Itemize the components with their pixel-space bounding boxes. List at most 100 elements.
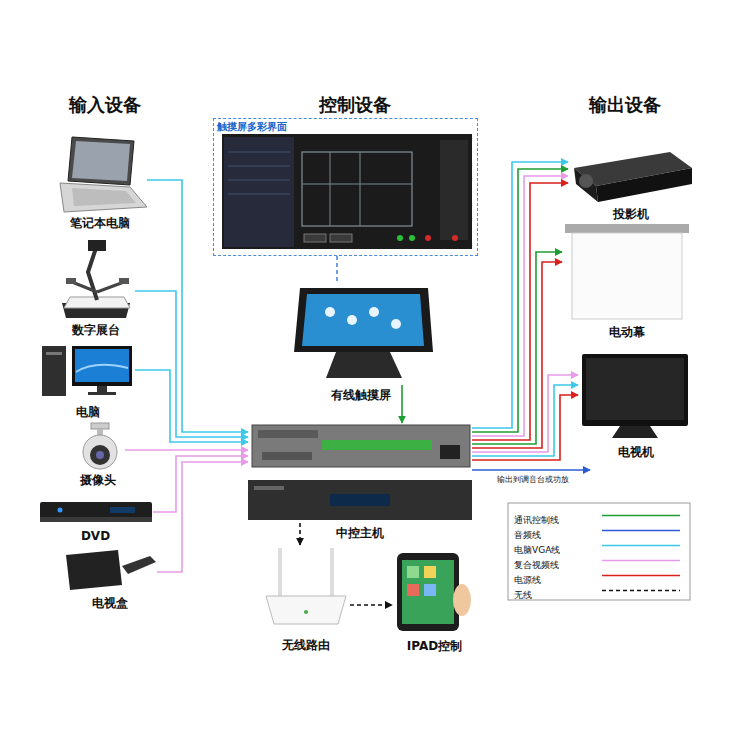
touch-ui-screenshot-part bbox=[228, 152, 290, 153]
projector-node: 投影机 bbox=[568, 148, 693, 204]
camera-node: 摄像头 bbox=[70, 422, 125, 470]
ui-preview-box: 触摸屏多彩界面 bbox=[213, 118, 478, 256]
tv-illustration bbox=[582, 354, 688, 438]
device-label: 有线触摸屏 bbox=[258, 388, 463, 402]
legend-row: 复合视频线 bbox=[514, 553, 686, 568]
dvd-illustration-part bbox=[40, 517, 152, 522]
legend-text: 复合视频线 bbox=[514, 560, 559, 570]
projector-illustration-part bbox=[579, 174, 593, 188]
touch-ui-screenshot bbox=[222, 134, 472, 249]
router-illustration-part bbox=[304, 610, 308, 614]
device-label: DVD bbox=[8, 529, 183, 543]
legend-row: 音频线 bbox=[514, 523, 686, 538]
legend-text: 无线 bbox=[514, 590, 532, 600]
legend-text: 电源线 bbox=[514, 575, 541, 585]
controller-illustration-part bbox=[258, 430, 318, 438]
signal-wire bbox=[472, 169, 568, 432]
ipad-illustration-part bbox=[424, 566, 436, 578]
projector-illustration-part bbox=[574, 168, 598, 202]
controller-illustration-part bbox=[262, 452, 312, 460]
touch-panel-illustration-part bbox=[369, 307, 379, 317]
projector-illustration-part bbox=[596, 168, 692, 202]
camera-illustration bbox=[83, 423, 117, 469]
device-label: 电脑 bbox=[10, 405, 165, 419]
tv-illustration-part bbox=[612, 426, 658, 438]
router-illustration bbox=[266, 548, 346, 624]
audio-out-wire bbox=[472, 469, 590, 471]
touch-ui-screenshot-part bbox=[440, 140, 468, 240]
touch-ui-screenshot-part bbox=[302, 184, 412, 185]
controller-illustration-part bbox=[330, 494, 390, 506]
device-label: 中控主机 bbox=[218, 526, 502, 540]
laptop-illustration bbox=[60, 137, 147, 212]
controller-illustration bbox=[248, 425, 472, 520]
signal-wire bbox=[350, 604, 392, 606]
touch-ui-screenshot-part bbox=[409, 235, 415, 241]
controller-illustration-part bbox=[248, 480, 472, 520]
touch-ui-screenshot-part bbox=[330, 234, 352, 242]
ipad-illustration-part bbox=[407, 584, 419, 596]
legend-text: 电脑VGA线 bbox=[514, 545, 560, 555]
device-label: 投影机 bbox=[538, 207, 723, 221]
laptop-illustration-part bbox=[72, 188, 136, 206]
device-label: IPAD控制 bbox=[362, 639, 507, 653]
touch-ui-screenshot-part bbox=[452, 235, 458, 241]
touch-ui-screenshot-part bbox=[397, 235, 403, 241]
tv-node: 电视机 bbox=[578, 350, 693, 442]
desktop-computer-illustration-part bbox=[42, 346, 66, 396]
signal-wire bbox=[153, 456, 248, 512]
legend-line bbox=[602, 515, 680, 517]
legend-sample bbox=[602, 553, 682, 568]
desktop-computer-illustration-part bbox=[97, 386, 107, 393]
ipad-illustration-part bbox=[407, 566, 419, 578]
touch-ui-screenshot-part bbox=[228, 194, 290, 195]
touch-panel-node: 有线触摸屏 bbox=[288, 283, 433, 385]
touch-panel-illustration bbox=[294, 288, 433, 378]
legend-row: 电脑VGA线 bbox=[514, 538, 686, 553]
device-label: 数字展台 bbox=[27, 323, 165, 337]
touch-panel-illustration-part bbox=[294, 288, 433, 352]
laptop-illustration-part bbox=[72, 141, 130, 181]
legend-sample bbox=[602, 523, 682, 538]
legend-line bbox=[602, 575, 680, 577]
tv-box-illustration bbox=[66, 550, 156, 590]
signal-wire bbox=[472, 252, 562, 444]
device-label: 无线路由 bbox=[232, 638, 380, 652]
touch-panel-illustration-part bbox=[325, 307, 335, 317]
dvd-illustration-part bbox=[58, 508, 63, 513]
signal-wire bbox=[147, 180, 248, 432]
camera-illustration-part bbox=[83, 435, 117, 469]
box-heading: 触摸屏多彩界面 bbox=[217, 120, 287, 133]
tv-box-illustration-part bbox=[122, 556, 156, 574]
ipad-node: IPAD控制 bbox=[392, 550, 477, 636]
ipad-illustration-part bbox=[424, 584, 436, 596]
controller-illustration-part bbox=[322, 440, 432, 450]
document-camera-illustration bbox=[62, 240, 130, 318]
touch-ui-screenshot-part bbox=[228, 166, 290, 167]
touch-panel-illustration-part bbox=[302, 294, 424, 346]
legend-sample bbox=[602, 538, 682, 553]
tv-box-node: 电视盒 bbox=[62, 545, 157, 593]
ipad-illustration-part bbox=[453, 584, 471, 616]
computer-node: 电脑 bbox=[40, 340, 135, 402]
touch-ui-screenshot-part bbox=[425, 235, 431, 241]
legend-line bbox=[602, 590, 680, 592]
signal-wire bbox=[336, 256, 338, 283]
legend-text: 通讯控制线 bbox=[514, 515, 559, 525]
signal-wire bbox=[472, 176, 568, 436]
legend-line bbox=[602, 560, 680, 562]
router-illustration-part bbox=[278, 548, 282, 598]
signal-wire bbox=[135, 370, 248, 442]
signal-wire bbox=[472, 375, 578, 452]
legend-sample bbox=[602, 568, 682, 583]
device-label: 电视盒 bbox=[32, 596, 187, 610]
touch-ui-screenshot-part bbox=[304, 234, 326, 242]
signal-wire bbox=[401, 385, 403, 423]
tv-illustration-part bbox=[582, 354, 688, 426]
signal-wire bbox=[299, 523, 301, 545]
desktop-computer-illustration bbox=[42, 346, 132, 396]
screen-illustration-part bbox=[565, 224, 689, 233]
legend-box bbox=[508, 503, 690, 600]
ipad-illustration bbox=[397, 553, 471, 631]
